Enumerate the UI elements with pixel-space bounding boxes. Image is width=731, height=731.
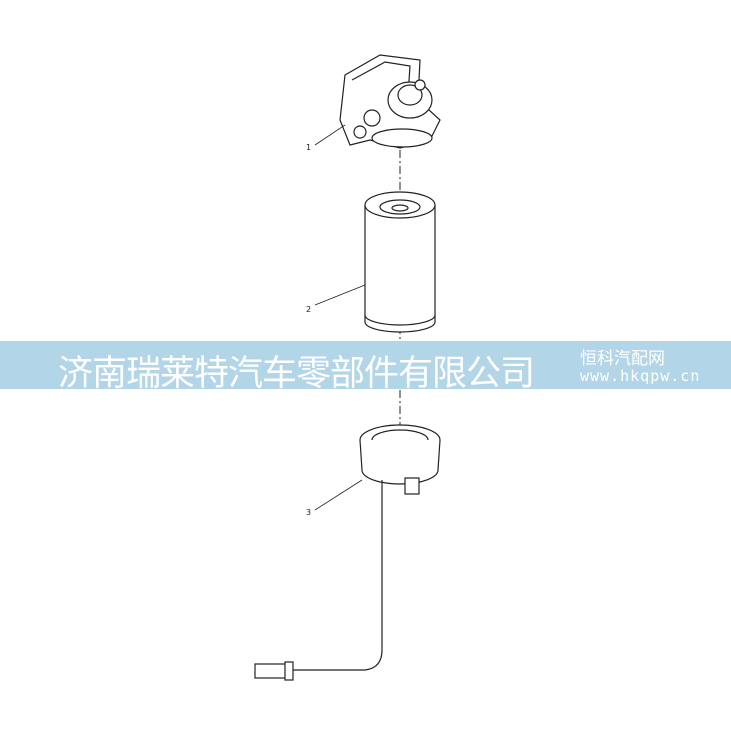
callout-leader-1 xyxy=(314,124,346,146)
callout-leader-3 xyxy=(314,479,363,511)
callout-2: 2 xyxy=(306,305,311,314)
callout-3: 3 xyxy=(306,508,311,517)
callout-1: 1 xyxy=(306,143,311,152)
watermark-banner xyxy=(0,341,731,389)
filter-head-part xyxy=(339,54,441,149)
watermark-url: www.hkqpw.cn xyxy=(580,367,701,385)
filter-element-part xyxy=(364,191,436,333)
watermark-company: 济南瑞莱特汽车零部件有限公司 xyxy=(58,354,535,394)
watermark-site-name: 恒科汽配网 xyxy=(580,349,665,369)
callout-leader-2 xyxy=(314,284,366,306)
water-bowl-part xyxy=(254,424,441,681)
